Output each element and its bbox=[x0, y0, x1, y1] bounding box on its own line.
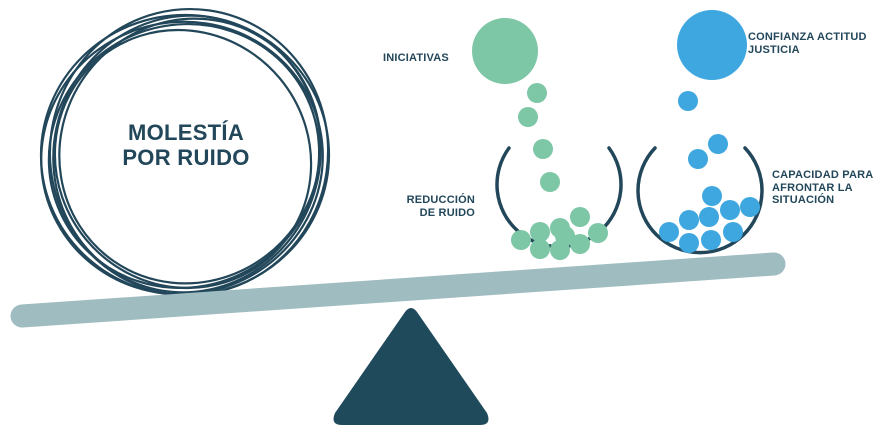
noise-reduction-label-line1: REDUCCIÓN bbox=[406, 194, 475, 206]
coping-label-line1: CAPACIDAD PARA bbox=[772, 169, 874, 181]
trust-ball bbox=[677, 10, 747, 80]
coping-label-line3: SITUACIÓN bbox=[772, 194, 835, 207]
noise-reduction-label-line2: DE RUIDO bbox=[419, 206, 475, 219]
balance-beam bbox=[10, 252, 786, 328]
annoyance-label: MOLESTÍA POR RUIDO bbox=[116, 120, 256, 171]
bowl-right bbox=[636, 146, 764, 255]
fulcrum-triangle bbox=[333, 308, 489, 425]
initiatives-label: INICIATIVAS bbox=[383, 52, 449, 64]
initiatives-ball bbox=[472, 18, 538, 84]
annoyance-label-line2: POR RUIDO bbox=[122, 145, 250, 171]
trust-label: CONFIANZA ACTITUD JUSTICIA bbox=[748, 31, 867, 56]
coping-label-line2: AFRONTAR LA bbox=[772, 181, 853, 194]
green-balls bbox=[472, 18, 608, 260]
coping-label: CAPACIDAD PARA AFRONTAR LA SITUACIÓN bbox=[772, 169, 873, 207]
blue-balls bbox=[659, 10, 760, 253]
trust-label-line1: CONFIANZA ACTITUD bbox=[748, 31, 867, 43]
trust-label-line2: JUSTICIA bbox=[748, 43, 800, 56]
annoyance-label-line1: MOLESTÍA bbox=[127, 120, 245, 145]
noise-reduction-label: REDUCCIÓN DE RUIDO bbox=[407, 194, 475, 219]
